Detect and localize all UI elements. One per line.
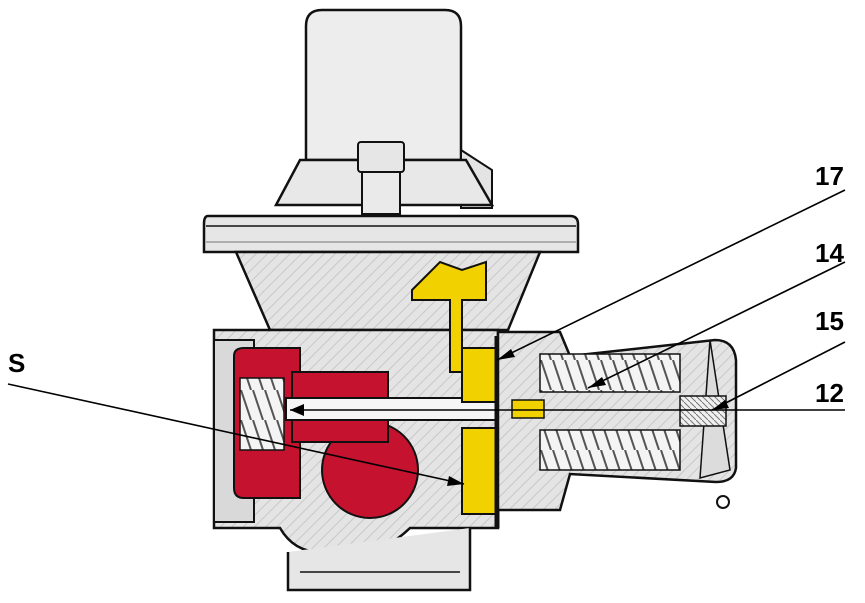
cover-flange xyxy=(202,214,580,254)
leader-17 xyxy=(496,189,846,361)
top-knob xyxy=(357,141,405,215)
arrowhead-14 xyxy=(588,377,606,388)
leader-lines xyxy=(7,189,846,485)
lower-bell xyxy=(234,250,542,332)
label-15: 15 xyxy=(815,306,844,336)
arrowhead-12 xyxy=(290,404,304,416)
yellow-diaphragm-plate xyxy=(461,336,500,528)
labels: 17 14 15 12 S xyxy=(8,161,844,408)
red-valve-cup xyxy=(233,347,301,499)
leader-15 xyxy=(711,341,846,411)
arrowhead-S xyxy=(447,476,464,486)
upper-yellow-part xyxy=(411,260,487,373)
arrowhead-17 xyxy=(497,349,515,360)
springs xyxy=(539,353,727,471)
leader-S xyxy=(7,383,465,485)
label-S: S xyxy=(8,348,25,378)
arrowhead-15 xyxy=(712,400,729,410)
label-17: 17 xyxy=(815,161,844,191)
yellow-insert xyxy=(511,399,545,419)
leader-14 xyxy=(587,261,846,389)
label-12: 12 xyxy=(815,378,844,408)
arrow-heads xyxy=(290,349,729,486)
label-14: 14 xyxy=(815,238,844,268)
